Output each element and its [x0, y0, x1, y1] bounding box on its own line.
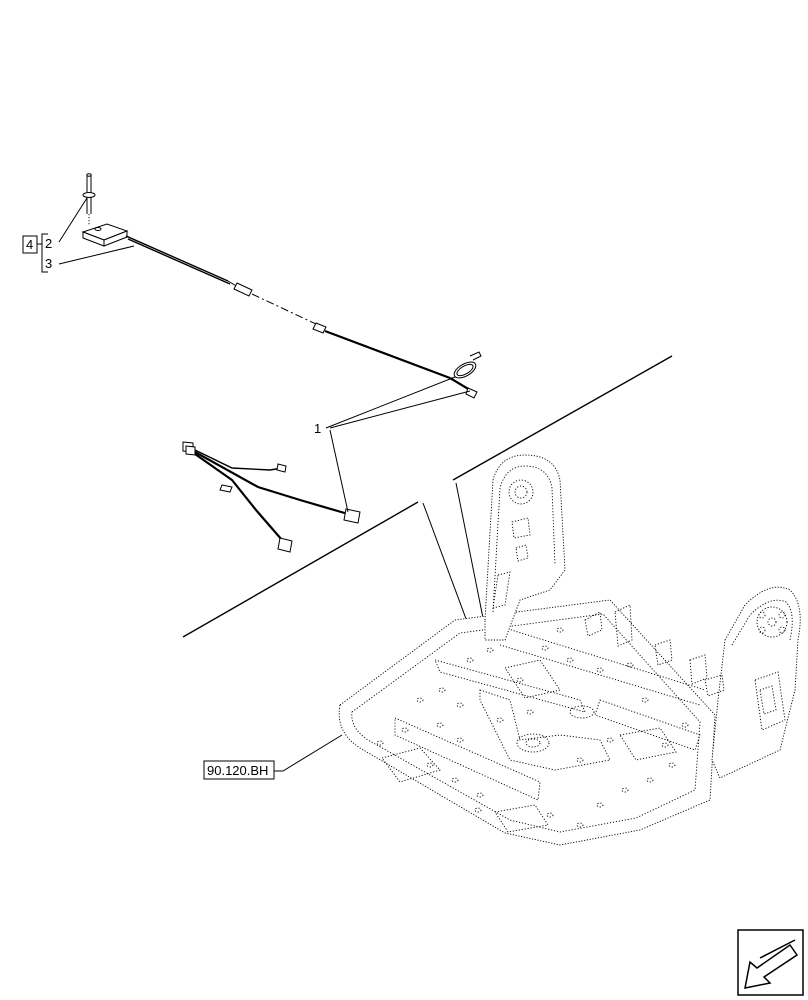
callout-1: 1 [314, 421, 321, 436]
seat-frame [338, 454, 801, 846]
cable-clamp [453, 351, 482, 379]
wiring-harness [182, 441, 361, 553]
section-line-left [182, 501, 419, 638]
callout-3-label: 3 [45, 256, 52, 271]
pin-part [82, 173, 96, 226]
leader-lines [58, 197, 471, 513]
frame-holes [376, 627, 689, 828]
callout-1-label: 1 [314, 421, 321, 436]
callout-4-label: 4 [26, 237, 33, 252]
section-line-right [452, 355, 673, 481]
callout-2-label: 2 [45, 236, 52, 251]
seat-switch-assembly [81, 173, 482, 399]
arrow-down-left-icon[interactable] [737, 929, 804, 996]
reference-link[interactable]: 90.120.BH [203, 734, 343, 780]
callout-group-4: 4 2 3 [22, 233, 52, 273]
reference-label[interactable]: 90.120.BH [207, 763, 268, 778]
switch-part [81, 223, 129, 247]
